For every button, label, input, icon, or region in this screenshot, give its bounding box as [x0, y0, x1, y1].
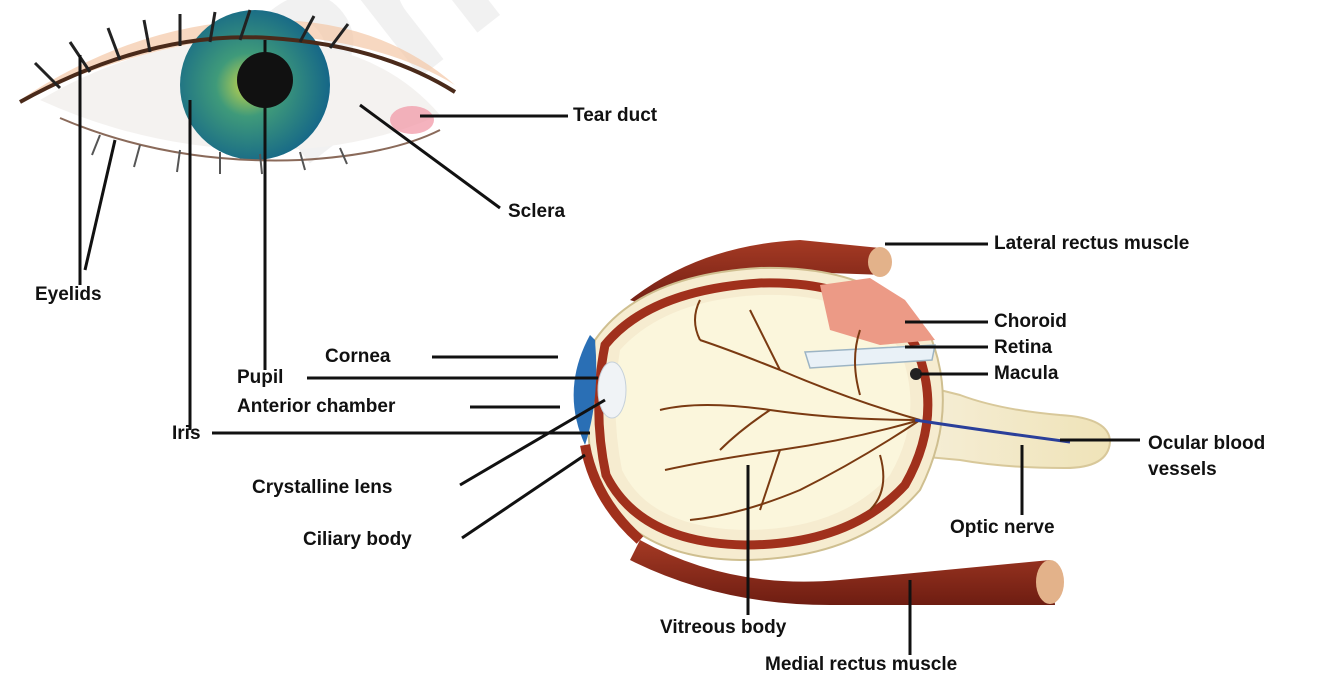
label-eyelids: Eyelids [35, 285, 102, 304]
external-eye [20, 10, 455, 174]
label-ciliary-body: Ciliary body [303, 530, 412, 549]
label-choroid: Choroid [994, 312, 1067, 331]
label-retina: Retina [994, 338, 1052, 357]
label-ocular-blood-vessels-line2: vessels [1148, 460, 1217, 479]
label-optic-nerve: Optic nerve [950, 518, 1055, 537]
label-vitreous-body: Vitreous body [660, 618, 786, 637]
label-tear-duct: Tear duct [573, 106, 657, 125]
label-pupil: Pupil [237, 368, 283, 387]
label-lateral-rectus-muscle: Lateral rectus muscle [994, 234, 1189, 253]
label-iris: Iris [172, 424, 201, 443]
label-anterior-chamber: Anterior chamber [237, 397, 395, 416]
label-sclera: Sclera [508, 202, 565, 221]
label-ocular-blood-vessels-line1: Ocular blood [1148, 434, 1265, 453]
label-cornea: Cornea [325, 347, 390, 366]
label-crystalline-lens: Crystalline lens [252, 478, 392, 497]
label-medial-rectus-muscle: Medial rectus muscle [765, 655, 957, 674]
eyeball-cross-section [574, 240, 1110, 605]
label-macula: Macula [994, 364, 1058, 383]
